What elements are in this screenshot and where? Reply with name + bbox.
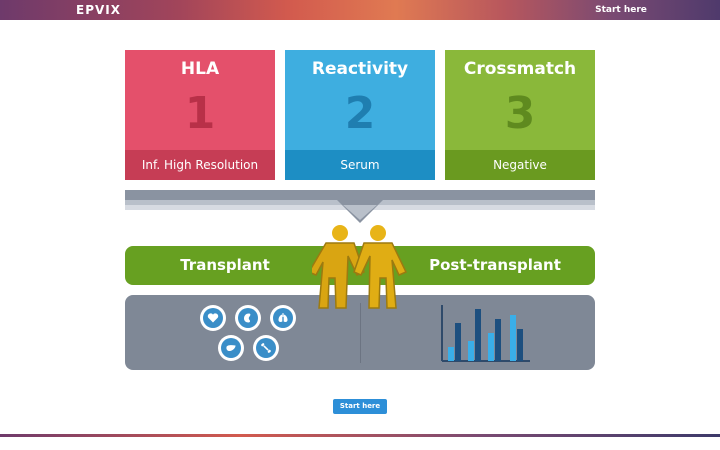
footer-divider	[0, 434, 720, 437]
outcome-panel	[125, 295, 595, 370]
header-start-link[interactable]: Start here	[595, 5, 647, 15]
start-button[interactable]: Start here	[333, 399, 387, 414]
hla-card: HLA 1 Inf. High Resolution	[125, 50, 275, 180]
reactivity-card: Reactivity 2 Serum	[285, 50, 435, 180]
liver-icon	[218, 335, 244, 361]
header-bar: EPVIX Start here	[0, 0, 720, 20]
kidney-icon	[235, 305, 261, 331]
post-transplant-label: Post-transplant	[429, 256, 561, 274]
epvix-logo[interactable]: EPVIX	[76, 3, 121, 17]
crossmatch-title: Crossmatch	[463, 59, 577, 79]
funnel-graphic	[125, 190, 595, 223]
bar-chart-icon	[441, 305, 530, 362]
reactivity-number: 2	[344, 88, 376, 139]
crossmatch-card: Crossmatch 3 Negative	[445, 50, 595, 180]
reactivity-footer: Serum	[285, 150, 435, 180]
bone-icon	[253, 335, 279, 361]
heart-icon	[200, 305, 226, 331]
hla-number: 1	[184, 88, 216, 139]
logo-text: EPVIX	[76, 3, 121, 17]
crossmatch-number: 3	[504, 88, 536, 139]
reactivity-title: Reactivity	[311, 59, 409, 79]
transplant-label: Transplant	[180, 256, 270, 274]
people-icon	[312, 225, 408, 309]
hla-footer: Inf. High Resolution	[125, 150, 275, 180]
hla-title: HLA	[180, 59, 220, 79]
panel-divider	[360, 303, 361, 363]
crossmatch-footer: Negative	[445, 150, 595, 180]
lungs-icon	[270, 305, 296, 331]
